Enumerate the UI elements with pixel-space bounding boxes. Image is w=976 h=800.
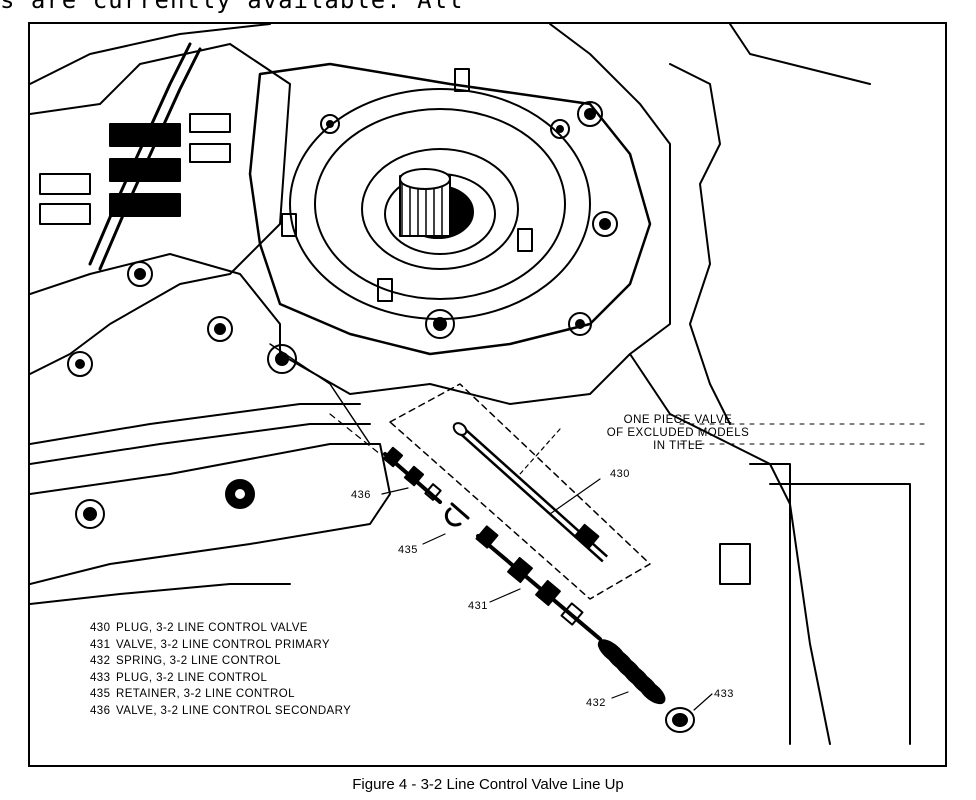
callout-432: 432 bbox=[586, 697, 606, 709]
header-text-fragment: s are currently available. All bbox=[0, 0, 464, 14]
legend-number: 435 bbox=[90, 688, 111, 700]
legend-row: 430 PLUG, 3-2 LINE CONTROL VALVE bbox=[90, 620, 351, 637]
callout-435: 435 bbox=[398, 544, 418, 556]
legend-text: PLUG, 3-2 LINE CONTROL bbox=[116, 671, 268, 684]
legend-number: 432 bbox=[90, 655, 111, 667]
legend-text: SPRING, 3-2 LINE CONTROL bbox=[116, 655, 281, 667]
transmission-illustration bbox=[30, 24, 931, 745]
legend-text: VALVE, 3-2 LINE CONTROL SECONDARY bbox=[116, 704, 352, 717]
callout-436: 436 bbox=[351, 489, 371, 501]
callout-433: 433 bbox=[714, 688, 734, 700]
legend-number: 431 bbox=[90, 638, 111, 651]
diagram-frame: 436 435 431 430 432 433 bbox=[28, 22, 947, 767]
legend-number: 430 bbox=[90, 622, 111, 634]
legend-row: 432 SPRING, 3-2 LINE CONTROL bbox=[90, 653, 351, 670]
one-piece-valve-note: ONE PIECE VALVE OF EXCLUDED MODELS IN TI… bbox=[588, 414, 768, 453]
legend-number: 436 bbox=[90, 704, 111, 717]
note-line-1: ONE PIECE VALVE bbox=[623, 414, 733, 426]
legend-row: 435 RETAINER, 3-2 LINE CONTROL bbox=[90, 686, 351, 703]
callout-430: 430 bbox=[610, 468, 630, 480]
legend-row: 436 VALVE, 3-2 LINE CONTROL SECONDARY bbox=[90, 703, 351, 720]
legend-row: 433 PLUG, 3-2 LINE CONTROL bbox=[90, 670, 351, 687]
legend-text: RETAINER, 3-2 LINE CONTROL bbox=[116, 688, 295, 700]
callout-431: 431 bbox=[468, 600, 488, 612]
legend-text: PLUG, 3-2 LINE CONTROL VALVE bbox=[116, 622, 308, 634]
legend-number: 433 bbox=[90, 671, 111, 684]
legend-row: 431 VALVE, 3-2 LINE CONTROL PRIMARY bbox=[90, 637, 351, 654]
note-line-2: OF EXCLUDED MODELS bbox=[606, 427, 750, 439]
figure-caption: Figure 4 - 3-2 Line Control Valve Line U… bbox=[352, 776, 624, 793]
note-line-3: IN TITLE bbox=[653, 440, 703, 452]
legend-text: VALVE, 3-2 LINE CONTROL PRIMARY bbox=[116, 638, 330, 651]
